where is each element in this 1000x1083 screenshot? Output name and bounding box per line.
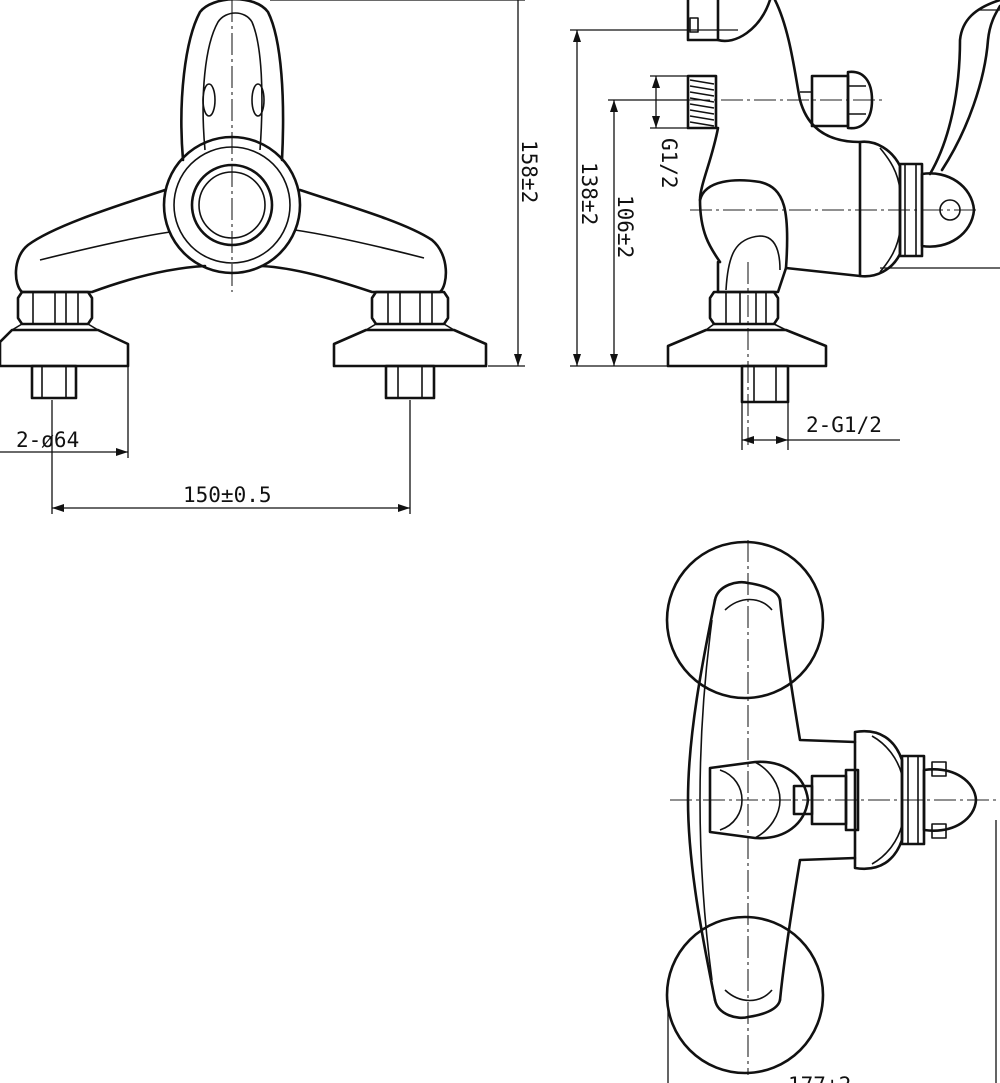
inlet-spacing-label: 150±0.5 <box>183 483 272 507</box>
outlet-thread-label: G1/2 <box>657 138 681 189</box>
side-view-dimensions <box>570 9 1000 450</box>
outlet-thread-hatch <box>689 79 715 127</box>
front-height-label: 158±2 <box>517 140 541 203</box>
front-view-dimensions <box>0 0 525 514</box>
front-view <box>0 0 488 400</box>
top-view-depth-label: 177±2 <box>788 1073 851 1083</box>
top-view <box>665 540 1000 1075</box>
side-height-total-label: 138±2 <box>577 162 601 225</box>
top-view-dimensions <box>667 820 997 1083</box>
inlet-diameter-label: 2-ø64 <box>16 428 79 452</box>
inlet-thread-label: 2-G1/2 <box>806 413 882 437</box>
outlet-thread-height-label: 106±2 <box>613 195 637 258</box>
side-view <box>655 0 1000 445</box>
